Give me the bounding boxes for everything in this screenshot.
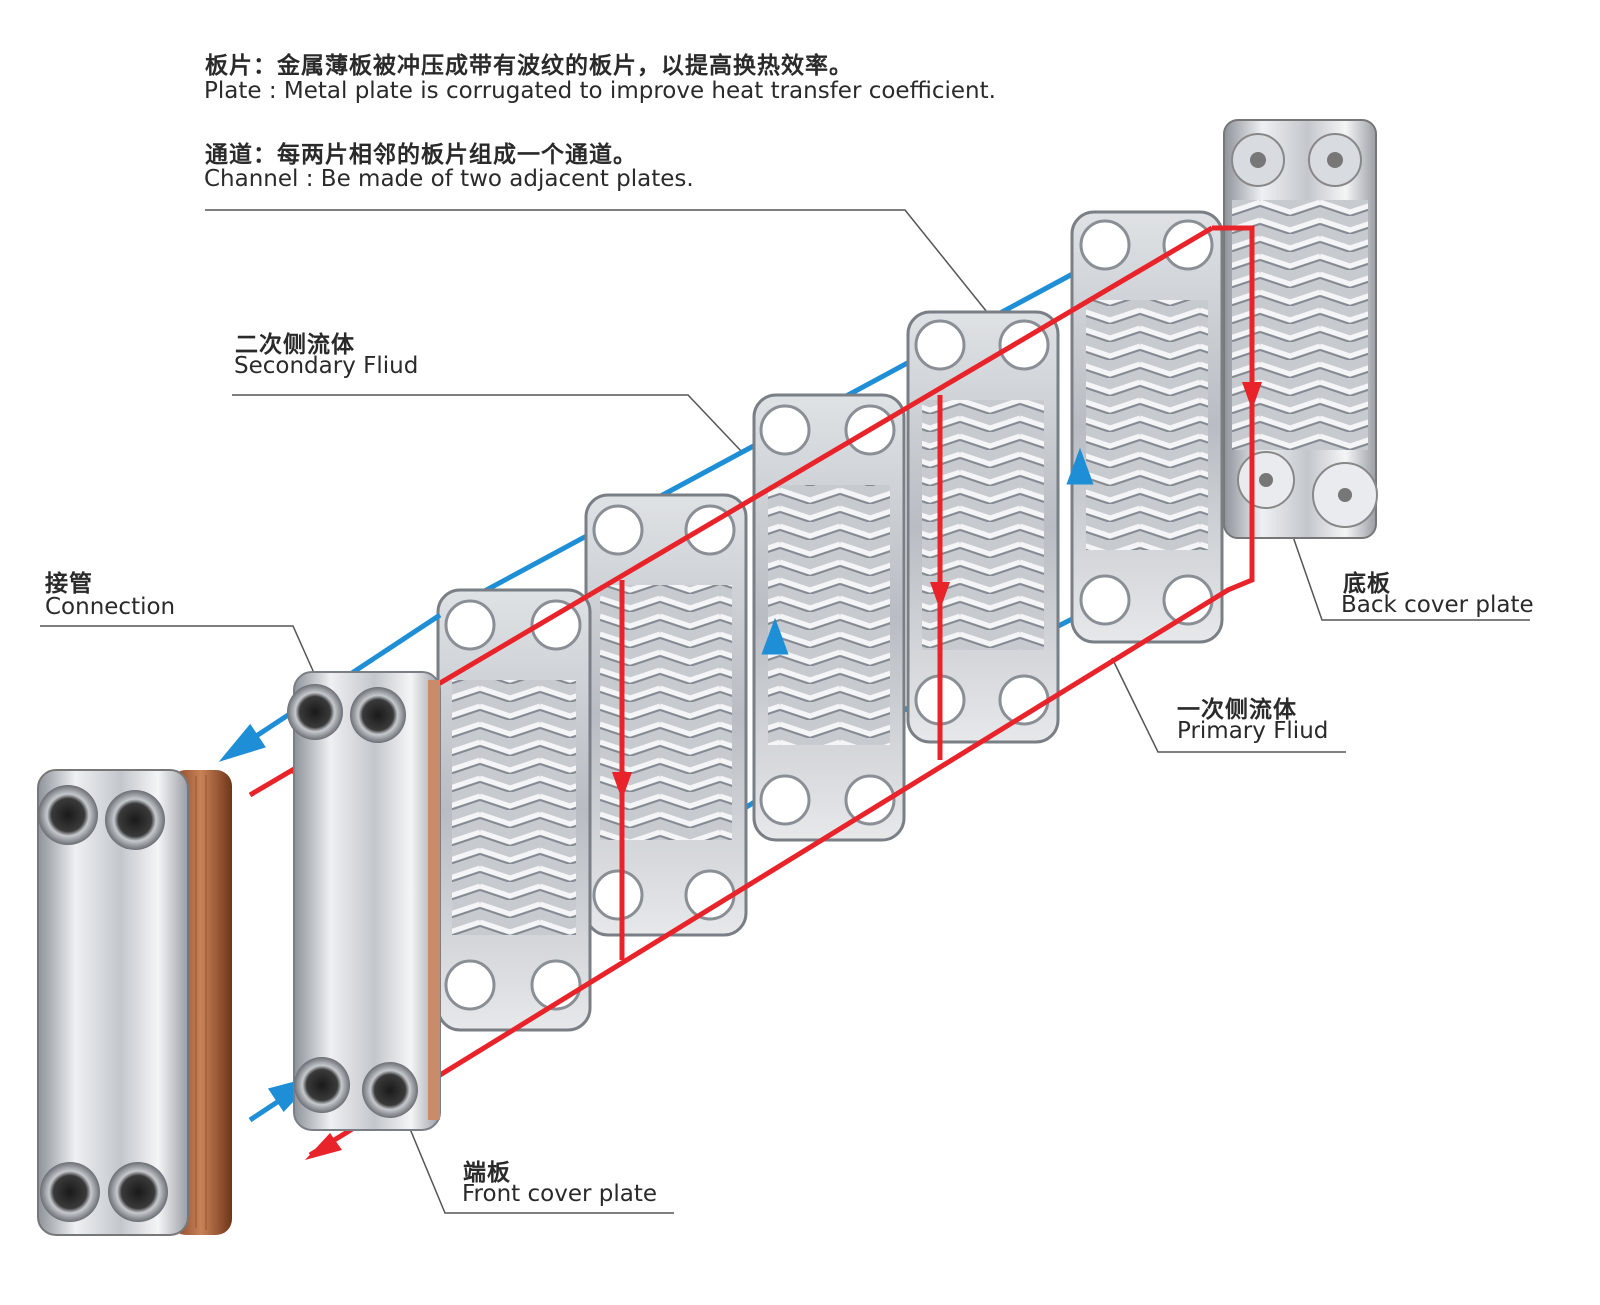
plate-1 xyxy=(436,588,592,1032)
channel-description-cn: 通道：每两片相邻的板片组成一个通道。 xyxy=(205,142,637,168)
leader-front xyxy=(402,1111,674,1214)
red-flow-arrow-icon xyxy=(305,1133,342,1160)
connection-label-en: Connection xyxy=(45,594,176,620)
back-cover-plate xyxy=(1223,119,1378,539)
leader-primary xyxy=(1111,657,1346,753)
channel-description-en: Channel : Be made of two adjacent plates… xyxy=(204,166,694,192)
front-cover-label-en: Front cover plate xyxy=(462,1181,657,1207)
blue-flow-arrow-icon xyxy=(761,617,789,655)
leader-lines xyxy=(40,209,1530,1214)
primary-fluid-label-en: Primary Fliud xyxy=(1177,718,1329,744)
front-cover-plate xyxy=(287,671,441,1131)
plate-description-cn: 板片：金属薄板被冲压成带有波纹的板片，以提高换热效率。 xyxy=(205,53,853,79)
assembled-exchanger xyxy=(37,769,232,1236)
plate-description-en: Plate : Metal plate is corrugated to imp… xyxy=(204,78,996,104)
blue-flow-arrow-icon xyxy=(1066,447,1094,485)
front-cover-label-cn: 端板 xyxy=(463,1160,511,1186)
leader-back xyxy=(1289,527,1530,621)
back-cover-label-cn: 底板 xyxy=(1343,571,1391,597)
plate-2 xyxy=(584,493,748,937)
leader-connection xyxy=(40,625,319,683)
red-flow-arrow-icon xyxy=(612,772,632,800)
red-flow-arrow-icon xyxy=(1242,382,1262,410)
back-cover-label-en: Back cover plate xyxy=(1341,592,1534,618)
leader-channel xyxy=(205,209,996,323)
plate-stack xyxy=(436,210,1224,1032)
secondary-fluid-label-en: Secondary Fliud xyxy=(234,353,419,379)
secondary-fluid-label-cn: 二次侧流体 xyxy=(235,332,355,358)
blue-flow-arrow-icon xyxy=(218,723,266,762)
red-flow-arrow-icon xyxy=(930,582,950,610)
primary-fluid-label-cn: 一次侧流体 xyxy=(1177,697,1297,723)
plate-5 xyxy=(1070,210,1224,644)
connection-label-cn: 接管 xyxy=(45,571,93,597)
plate-3 xyxy=(752,393,906,842)
leader-secondary xyxy=(232,394,743,453)
plate-4 xyxy=(906,310,1060,744)
